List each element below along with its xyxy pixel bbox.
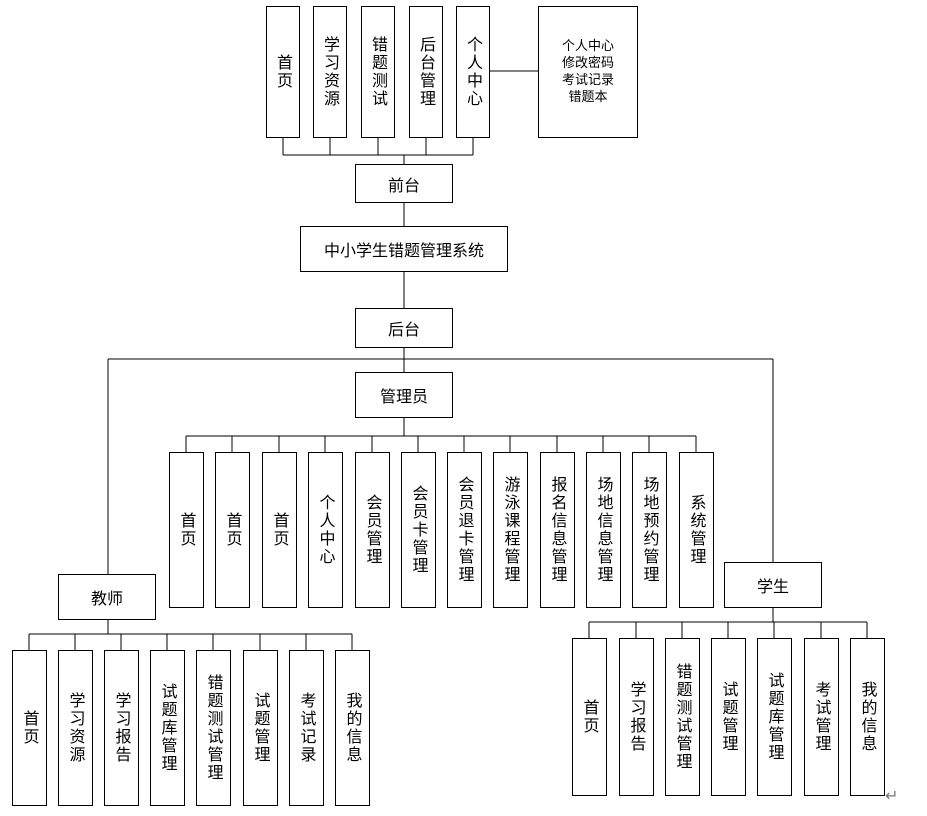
admin-item-2-label: 首页 — [223, 512, 243, 548]
front-item-2-label: 学习资源 — [321, 36, 340, 108]
admin-item-9-label: 报名信息管理 — [548, 476, 568, 584]
admin-item-11: 场地预约管理 — [632, 452, 667, 608]
personal-center-detail-text: 个人中心 修改密码 考试记录 错题本 — [561, 39, 614, 105]
admin-item-1: 首页 — [169, 452, 204, 608]
front-item-5: 个人中心 — [456, 6, 490, 138]
admin-item-6: 会员卡管理 — [401, 452, 436, 608]
admin-item-4: 个人中心 — [308, 452, 343, 608]
teacher-item-7: 考试记录 — [289, 650, 324, 806]
admin-item-3-label: 首页 — [270, 512, 290, 548]
admin-node: 管理员 — [355, 372, 453, 418]
admin-item-12: 系统管理 — [679, 452, 714, 608]
teacher-item-4: 试题库管理 — [150, 650, 185, 806]
student-item-2: 学习报告 — [619, 638, 654, 796]
personal-center-detail-box: 个人中心 修改密码 考试记录 错题本 — [538, 6, 638, 138]
admin-item-7-label: 会员退卡管理 — [455, 476, 475, 584]
teacher-item-8-label: 我的信息 — [343, 692, 363, 764]
admin-item-4-label: 个人中心 — [316, 494, 336, 566]
student-item-4: 试题管理 — [711, 638, 746, 796]
admin-item-5-label: 会员管理 — [363, 494, 383, 566]
admin-item-1-label: 首页 — [177, 512, 197, 548]
student-item-5-label: 试题库管理 — [765, 672, 785, 762]
paragraph-return-icon: ↵ — [885, 786, 899, 805]
admin-item-3: 首页 — [262, 452, 297, 608]
student-item-7-label: 我的信息 — [858, 681, 878, 753]
teacher-node: 教师 — [58, 574, 156, 620]
front-node: 前台 — [355, 164, 453, 203]
admin-item-6-label: 会员卡管理 — [409, 485, 429, 575]
teacher-item-7-label: 考试记录 — [297, 692, 317, 764]
student-item-4-label: 试题管理 — [719, 681, 739, 753]
teacher-item-1: 首页 — [12, 650, 47, 806]
front-item-1: 首页 — [266, 6, 300, 138]
front-item-5-label: 个人中心 — [464, 36, 483, 108]
system-node-label: 中小学生错题管理系统 — [323, 241, 484, 260]
student-item-7: 我的信息 — [850, 638, 885, 796]
teacher-item-2-label: 学习资源 — [66, 692, 86, 764]
teacher-item-5-label: 错题测试管理 — [204, 674, 224, 782]
teacher-item-2: 学习资源 — [58, 650, 93, 806]
admin-item-10-label: 场地信息管理 — [594, 476, 614, 584]
front-item-2: 学习资源 — [313, 6, 347, 138]
student-item-2-label: 学习报告 — [627, 681, 647, 753]
student-item-3: 错题测试管理 — [665, 638, 700, 796]
teacher-item-5: 错题测试管理 — [196, 650, 231, 806]
admin-node-label: 管理员 — [379, 387, 428, 406]
front-item-4: 后台管理 — [409, 6, 443, 138]
admin-item-8: 游泳课程管理 — [493, 452, 528, 608]
system-node: 中小学生错题管理系统 — [300, 226, 508, 272]
back-node-label: 后台 — [387, 320, 420, 339]
admin-item-11-label: 场地预约管理 — [640, 476, 660, 584]
teacher-item-1-label: 首页 — [20, 710, 40, 746]
teacher-item-3: 学习报告 — [104, 650, 139, 806]
back-node: 后台 — [355, 308, 453, 348]
teacher-item-6-label: 试题管理 — [251, 692, 271, 764]
student-item-6: 考试管理 — [804, 638, 839, 796]
front-item-4-label: 后台管理 — [417, 36, 436, 108]
student-item-1: 首页 — [572, 638, 607, 796]
admin-item-7: 会员退卡管理 — [447, 452, 482, 608]
student-item-3-label: 错题测试管理 — [673, 663, 693, 771]
admin-item-12-label: 系统管理 — [687, 494, 707, 566]
teacher-node-label: 教师 — [90, 589, 123, 608]
student-item-1-label: 首页 — [580, 699, 600, 735]
student-node-label: 学生 — [756, 577, 789, 596]
front-item-3-label: 错题测试 — [369, 36, 388, 108]
admin-item-8-label: 游泳课程管理 — [501, 476, 521, 584]
front-node-label: 前台 — [387, 175, 420, 195]
admin-item-10: 场地信息管理 — [586, 452, 621, 608]
teacher-item-4-label: 试题库管理 — [158, 683, 178, 773]
admin-item-2: 首页 — [215, 452, 250, 608]
teacher-item-8: 我的信息 — [335, 650, 370, 806]
teacher-item-3-label: 学习报告 — [112, 692, 132, 764]
front-item-3: 错题测试 — [361, 6, 395, 138]
admin-item-5: 会员管理 — [355, 452, 390, 608]
student-node: 学生 — [724, 562, 822, 608]
teacher-item-6: 试题管理 — [243, 650, 278, 806]
admin-item-9: 报名信息管理 — [540, 452, 575, 608]
student-item-6-label: 考试管理 — [812, 681, 832, 753]
student-item-5: 试题库管理 — [757, 638, 792, 796]
front-item-1-label: 首页 — [274, 54, 293, 90]
